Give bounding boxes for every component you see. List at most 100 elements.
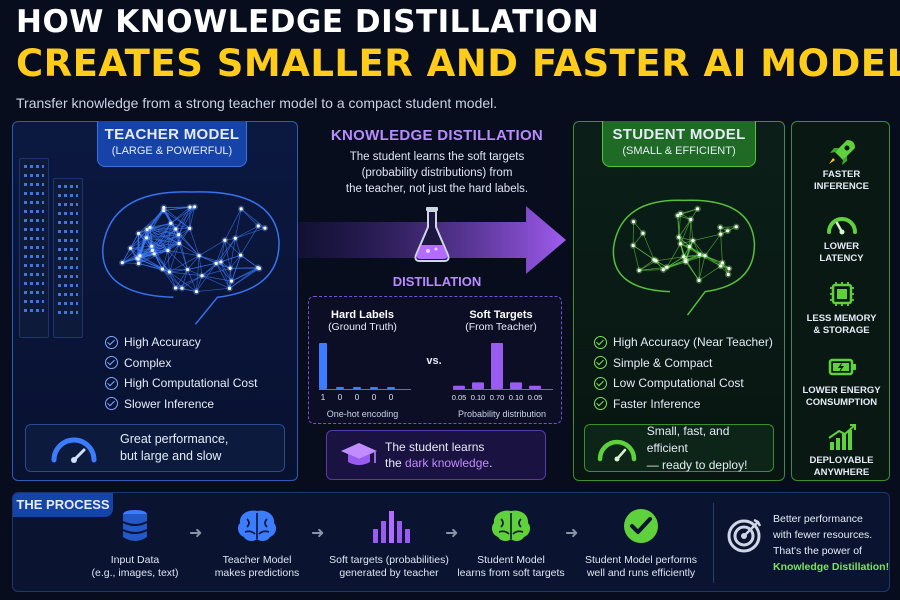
tick-label: 0.70 [489, 393, 505, 402]
chip-icon [829, 282, 854, 306]
check-icon [105, 397, 118, 411]
process-title: THE PROCESS [13, 493, 113, 517]
bar [319, 343, 327, 389]
soft-targets-caption: Probability distribution [457, 409, 547, 419]
graduation-cap-icon [341, 443, 377, 465]
process-step-soft-targets: Soft targets (probabilities)generated by… [327, 507, 451, 580]
student-summary-line2: — ready to deploy! [646, 457, 748, 472]
dark-knowledge-box: The student learns the dark knowledge. [326, 430, 546, 480]
student-brain-icon [491, 510, 531, 542]
student-feature-list: High Accuracy (Near Teacher) Simple & Co… [594, 332, 773, 414]
subtitle: Transfer knowledge from a strong teacher… [16, 95, 498, 111]
check-icon [105, 376, 118, 390]
process-conclusion: Better performance with fewer resources.… [773, 513, 890, 573]
bar [529, 385, 541, 389]
teacher-title-tab: TEACHER MODEL (LARGE & POWERFUL) [97, 121, 247, 167]
bar [387, 387, 395, 389]
hard-labels-chart [319, 343, 411, 390]
student-subtitle: (SMALL & EFFICIENT) [622, 145, 736, 157]
process-panel: THE PROCESS Input Data(e.g., images, tex… [12, 492, 890, 592]
check-icon [594, 335, 607, 349]
student-summary: Small, fast, and efficient — ready to de… [584, 424, 774, 472]
arrow-right-icon: ➜ [445, 525, 459, 542]
dark-knowledge-highlight: dark knowledge [405, 456, 490, 470]
teacher-feature: High Accuracy [105, 332, 257, 353]
check-icon [594, 356, 607, 370]
teacher-summary: Great performance, but large and slow [25, 424, 285, 472]
flask-icon [414, 207, 450, 262]
student-feature: Low Computational Cost [594, 373, 773, 394]
teacher-brain-icon [237, 510, 277, 542]
tick-label: 0.10 [470, 393, 486, 402]
process-divider [713, 503, 714, 583]
student-brain-icon [612, 199, 756, 316]
bar [453, 385, 465, 389]
teacher-feature: Slower Inference [105, 394, 257, 415]
title-line-2: CREATES SMALLER AND FASTER AI MODELS [16, 42, 900, 85]
teacher-summary-line2: but large and slow [120, 449, 222, 463]
vs-label: vs. [426, 355, 442, 367]
arrow-right-icon: ➜ [189, 525, 203, 542]
bar-chart-icon [373, 511, 410, 543]
dark-knowledge-line1: The student learns [385, 440, 485, 454]
teacher-feature: Complex [105, 353, 257, 374]
dark-knowledge-line2: the dark knowledge. [385, 456, 493, 470]
benefit-less-memory: LESS MEMORY& STORAGE [792, 280, 891, 337]
hard-labels-header: Hard Labels(Ground Truth) [328, 309, 397, 333]
title-line-1: HOW KNOWLEDGE DISTILLATION [16, 4, 600, 40]
database-icon [122, 510, 148, 541]
distillation-description: The student learns the soft targets (pro… [345, 151, 529, 195]
soft-targets-chart [453, 343, 553, 390]
process-step-input-data: Input Data(e.g., images, text) [75, 507, 195, 580]
server-rack-icon [53, 178, 83, 338]
battery-icon [828, 358, 856, 376]
student-title: STUDENT MODEL [612, 126, 746, 143]
bar [336, 387, 344, 389]
arrow-right-icon: ➜ [565, 525, 579, 542]
bar [491, 343, 503, 389]
check-icon [624, 509, 658, 543]
bar [353, 387, 361, 389]
teacher-feature: High Computational Cost [105, 373, 257, 394]
student-title-tab: STUDENT MODEL (SMALL & EFFICIENT) [602, 121, 756, 167]
teacher-feature-list: High Accuracy Complex High Computational… [105, 332, 257, 414]
growth-chart-icon [827, 424, 856, 450]
check-icon [594, 397, 607, 411]
check-icon [105, 335, 118, 349]
teacher-summary-line1: Great performance, [120, 432, 229, 446]
bar [472, 382, 484, 389]
hard-labels-caption: One-hot encoding [326, 409, 399, 419]
tick-label: 1 [320, 393, 326, 402]
tick-label: 0.05 [451, 393, 467, 402]
student-feature: Faster Inference [594, 394, 773, 415]
labels-comparison: Hard Labels(Ground Truth) Soft Targets(F… [308, 296, 562, 424]
tick-label: 0.10 [508, 393, 524, 402]
teacher-subtitle: (LARGE & POWERFUL) [111, 145, 233, 157]
gauge-icon [826, 217, 857, 235]
check-icon [594, 376, 607, 390]
tick-label: 0 [354, 393, 360, 402]
arrow-right-icon: ➜ [311, 525, 325, 542]
bar [510, 382, 522, 389]
distillation-title: KNOWLEDGE DISTILLATION [330, 127, 544, 144]
speedometer-icon [597, 439, 637, 462]
server-rack-icon [19, 158, 49, 338]
speedometer-icon [51, 437, 97, 463]
bar [370, 387, 378, 389]
tick-label: 0 [371, 393, 377, 402]
tick-label: 0.05 [527, 393, 543, 402]
soft-targets-header: Soft Targets(From Teacher) [465, 309, 537, 333]
student-feature: High Accuracy (Near Teacher) [594, 332, 773, 353]
tick-label: 0 [337, 393, 343, 402]
distillation-label: DISTILLATION [392, 274, 482, 289]
student-summary-line1: Small, fast, and efficient [646, 423, 730, 455]
teacher-panel: TEACHER MODEL (LARGE & POWERFUL) High Ac… [12, 121, 298, 481]
